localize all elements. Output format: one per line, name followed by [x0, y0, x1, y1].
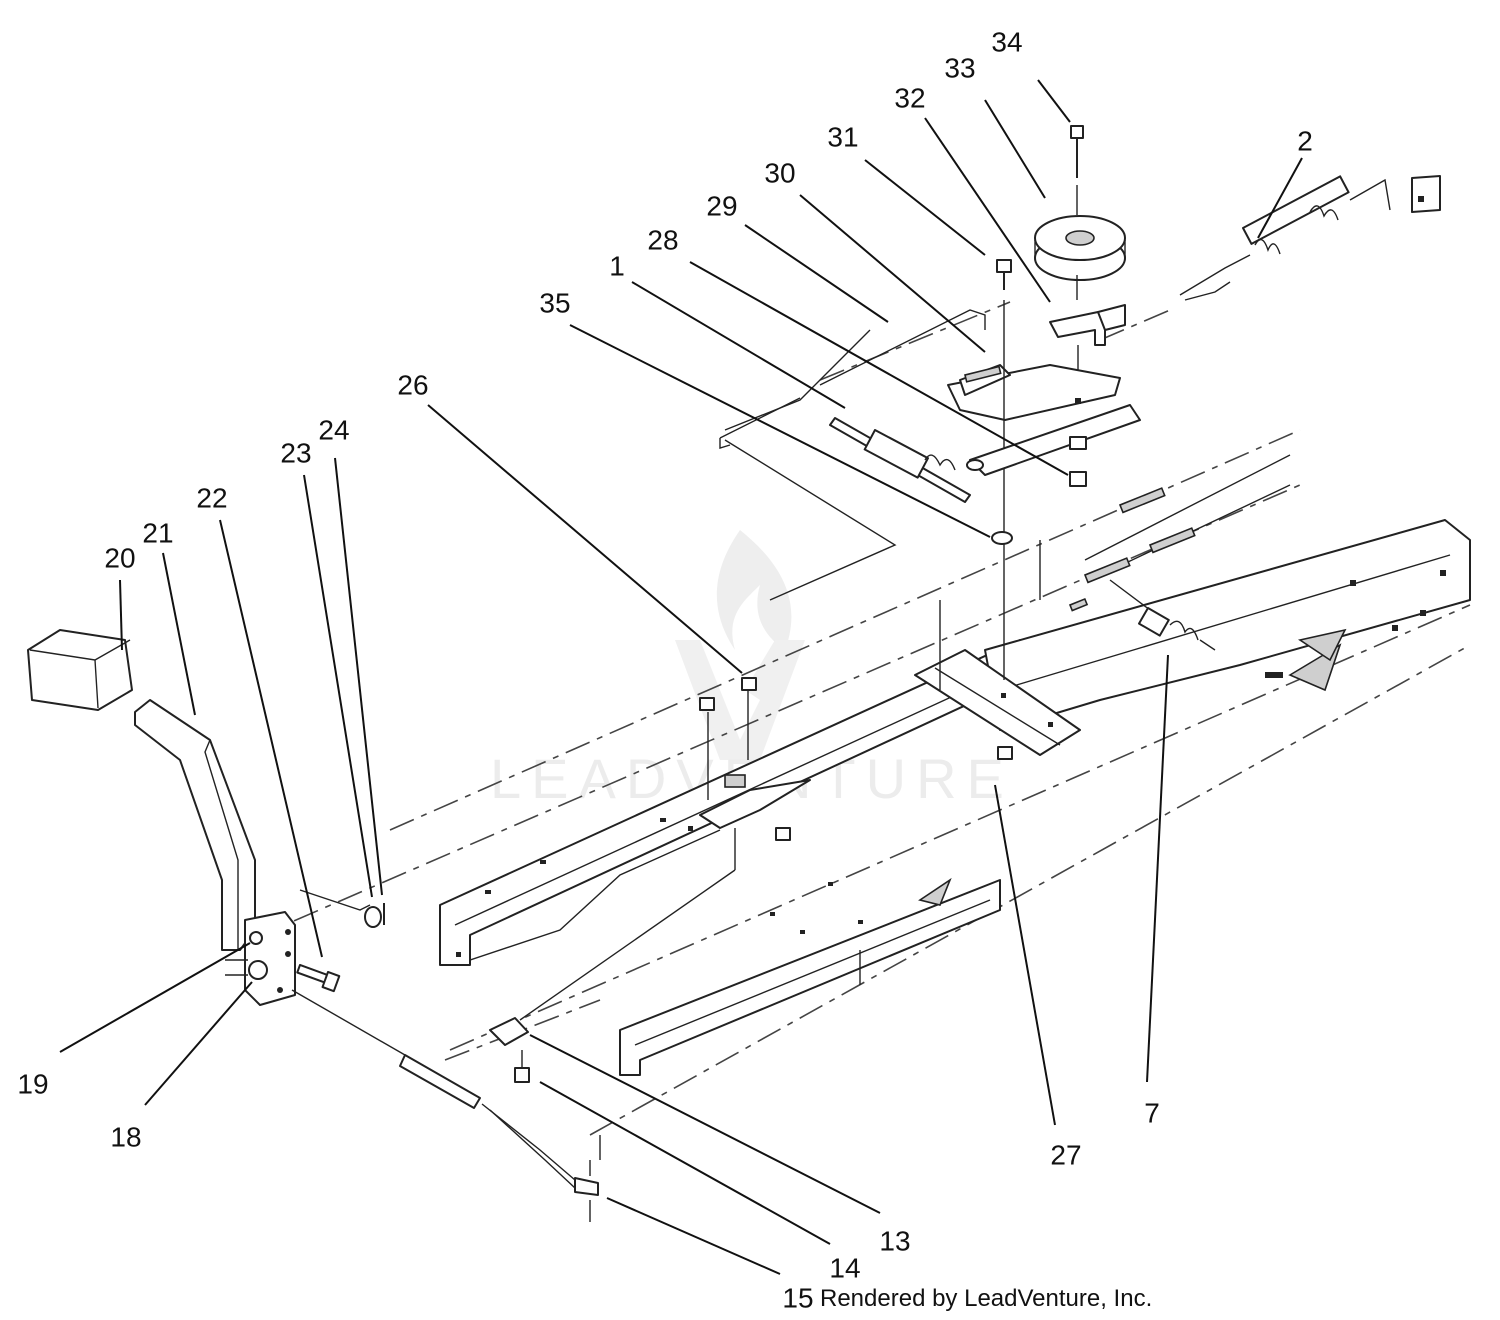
leader-line-26 — [427, 404, 743, 674]
leader-line-34 — [1037, 79, 1071, 123]
callout-30: 30 — [764, 157, 795, 188]
leader-line-14 — [539, 1081, 831, 1245]
leader-line-1 — [631, 281, 846, 409]
leader-line-13 — [529, 1034, 881, 1214]
idler-pulley — [1034, 215, 1126, 281]
callout-33: 33 — [944, 52, 975, 83]
callout-26: 26 — [397, 369, 428, 400]
leader-line-19 — [59, 942, 251, 1053]
leader-line-35 — [569, 324, 991, 538]
leader-line-24 — [334, 457, 383, 896]
footer-credit: Rendered by LeadVenture, Inc. — [820, 1285, 1152, 1312]
callout-1: 1 — [609, 250, 625, 281]
leader-line-15 — [606, 1197, 781, 1275]
extension-spring — [1109, 579, 1216, 651]
callout-14: 14 — [829, 1252, 860, 1283]
pedal-pad — [27, 629, 133, 711]
callout-leaders — [59, 79, 1303, 1275]
callout-2: 2 — [1297, 125, 1313, 156]
leader-line-29 — [744, 224, 889, 323]
callout-34: 34 — [991, 26, 1022, 57]
leader-line-27 — [994, 784, 1056, 1126]
callout-18: 18 — [110, 1121, 141, 1152]
pedal-arm — [134, 699, 256, 951]
watermark-flame-icon — [716, 530, 792, 650]
center-bracket — [914, 540, 1081, 756]
arm-bolt — [996, 259, 1012, 680]
callout-13: 13 — [879, 1225, 910, 1256]
callout-20: 20 — [104, 542, 135, 573]
leader-line-33 — [984, 99, 1046, 199]
callout-19: 19 — [17, 1068, 48, 1099]
control-cable — [1179, 175, 1441, 301]
watermark-v-icon — [675, 640, 805, 760]
deck-outline — [299, 309, 986, 911]
leader-line-23 — [303, 474, 373, 898]
leader-line-2 — [1257, 157, 1303, 239]
callout-29: 29 — [706, 190, 737, 221]
link-plate — [966, 404, 1141, 476]
pivot-bolt — [296, 964, 341, 993]
callout-15: 15 — [782, 1282, 813, 1313]
leader-line-28 — [689, 261, 1069, 476]
callout-21: 21 — [142, 517, 173, 548]
brake-rod-spring — [719, 397, 971, 503]
right-frame-rail — [984, 519, 1471, 731]
pulley-bolt — [1070, 125, 1084, 300]
hitch-bracket — [519, 690, 811, 1021]
callout-23: 23 — [280, 437, 311, 468]
callout-35: 35 — [539, 287, 570, 318]
cable-clip — [489, 1017, 530, 1083]
callout-22: 22 — [196, 482, 227, 513]
callout-28: 28 — [647, 224, 678, 255]
leader-line-30 — [799, 194, 986, 353]
leader-line-7 — [1146, 654, 1169, 1083]
leader-line-32 — [924, 117, 1051, 303]
lower-channel — [619, 877, 1001, 1076]
leader-line-22 — [219, 519, 323, 958]
leader-line-31 — [864, 159, 986, 256]
upper-rails — [1068, 454, 1291, 612]
callout-32: 32 — [894, 82, 925, 113]
leader-line-20 — [119, 579, 123, 651]
leader-line-18 — [144, 981, 253, 1106]
callout-31: 31 — [827, 121, 858, 152]
nuts — [699, 436, 1087, 841]
callout-24: 24 — [318, 414, 349, 445]
callout-7: 7 — [1144, 1097, 1160, 1128]
idler-arm — [947, 364, 1121, 421]
washer-nut — [364, 903, 385, 928]
brake-rod — [291, 989, 601, 1222]
callout-27: 27 — [1050, 1139, 1081, 1170]
leader-line-21 — [162, 552, 196, 716]
